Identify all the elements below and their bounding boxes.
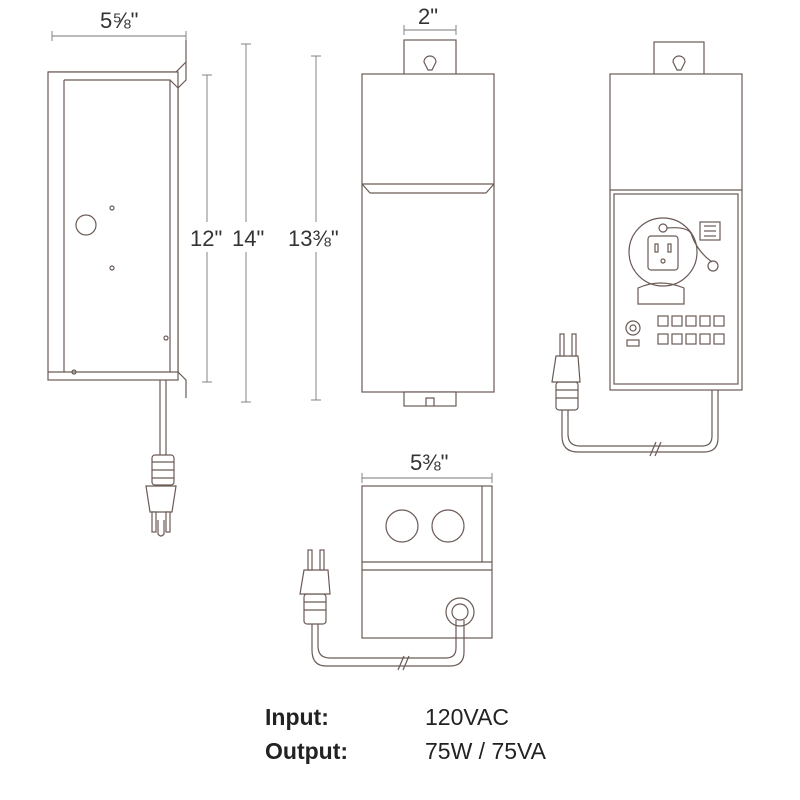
output-value: 75W / 75VA [425,737,547,764]
plug-icon [551,333,581,411]
knockout-hole [385,509,419,543]
terminal-block [657,315,725,345]
specs-table: Input: 120VAC Output: 75W / 75VA [265,700,546,768]
outlet-icon [647,235,679,271]
input-label: Input: [265,703,329,730]
breaker-icon [625,320,641,336]
bottom-view: 5⅜" [299,450,493,671]
plug-icon [299,549,331,625]
keyhole-icon [672,55,686,71]
front-depth-label: 2" [418,4,438,29]
timer-dial [628,217,698,287]
input-value: 120VAC [425,703,509,730]
keyhole-icon [423,55,437,71]
knockout-hole [431,509,465,543]
bottom-width-label: 5⅜" [410,450,448,475]
output-spec-row: Output: 75W / 75VA [265,734,546,768]
plug-icon [145,454,177,537]
side-height-body-label: 12" [190,226,222,251]
cord-grommet [445,597,475,627]
side-view: 5⅝" 12" [47,8,278,537]
open-front-view [551,41,743,457]
output-label: Output: [265,737,349,764]
input-spec-row: Input: 120VAC [265,700,546,734]
front-view: 2" 13⅜" [286,4,495,407]
front-height-label: 13⅜" [288,226,339,251]
side-width-label: 5⅝" [100,8,138,33]
knockout-hole [75,214,97,236]
side-height-total-label: 14" [232,226,264,251]
